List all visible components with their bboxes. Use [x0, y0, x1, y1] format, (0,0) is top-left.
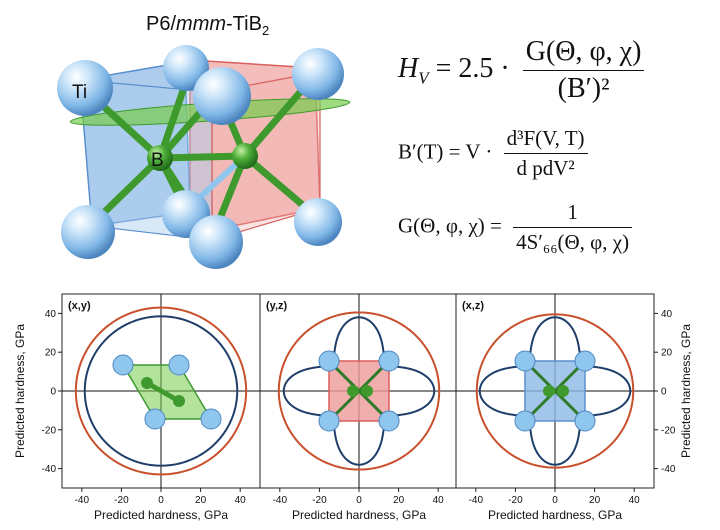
inset-ti-atom: [514, 410, 536, 432]
y-tick-label: 40: [661, 309, 673, 320]
crystal-structure-figure: P6/mmm-TiB2 Ti B: [57, 13, 351, 269]
x-axis-label: Predicted hardness, GPa: [94, 508, 228, 522]
inset-ti-atom: [378, 410, 400, 432]
inset-ti-atom: [168, 354, 190, 376]
inset-ti-atom: [574, 410, 596, 432]
y-tick-label: -20: [42, 425, 57, 436]
x-tick-label: -40: [469, 495, 484, 506]
y-tick-label: 0: [50, 387, 56, 398]
hardness-numerator: G(Θ, φ, χ): [522, 36, 645, 71]
y-axis-label: Predicted hardness, GPa: [13, 324, 27, 458]
inset-ti-atom: [378, 350, 400, 372]
hardness-curve-orange: [74, 306, 248, 476]
y-tick-label: 20: [45, 348, 57, 359]
ti-atom: [292, 48, 344, 100]
inset-b-atom: [173, 395, 185, 407]
panel-label: (x,y): [68, 300, 91, 312]
x-tick-label: 40: [433, 495, 445, 506]
x-tick-label: 40: [235, 495, 247, 506]
inset-ti-atom: [318, 350, 340, 372]
inset-ti-atom: [144, 408, 166, 430]
y-tick-label: 0: [661, 387, 667, 398]
y-tick-label: -40: [661, 464, 676, 475]
b-label: B: [151, 150, 164, 171]
x-tick-label: 20: [589, 495, 601, 506]
x-tick-label: 0: [552, 495, 558, 506]
inset-ti-atom: [318, 410, 340, 432]
hardness-formula: HV = 2.5 · G(Θ, φ, χ)(B′)²: [398, 36, 645, 105]
hardness-curve-orange: [475, 313, 635, 469]
inset-cell-red: [318, 350, 400, 432]
bulk-modulus-derivative-formula: B′(T) = V · d³F(V, T)d pdV²: [398, 126, 588, 181]
b-atom: [147, 145, 173, 171]
structure-title: P6/mmm-TiB2: [146, 13, 269, 38]
inset-ti-atom: [574, 350, 596, 372]
ti-atom: [163, 45, 209, 91]
y-tick-label: 40: [45, 309, 57, 320]
inset-cell-green: [112, 354, 222, 430]
ti-atom: [57, 60, 113, 116]
hardness-curve-navy: [282, 316, 436, 466]
inset-b-atom: [361, 385, 373, 397]
x-tick-label: -20: [508, 495, 523, 506]
x-tick-label: 40: [629, 495, 641, 506]
x-tick-label: 0: [158, 495, 164, 506]
y-tick-label: -40: [42, 464, 57, 475]
ti-atom: [61, 205, 115, 259]
inset-ti-atom: [112, 354, 134, 376]
inset-b-atom: [141, 377, 153, 389]
y-tick-label: 20: [661, 348, 673, 359]
ti-atom: [294, 198, 342, 246]
x-tick-label: -20: [114, 495, 129, 506]
panel-label: (x,z): [462, 300, 484, 312]
inset-bond: [145, 380, 181, 404]
inset-b-atom: [543, 385, 555, 397]
ti-atom: [193, 67, 251, 125]
inset-ti-atom: [200, 408, 222, 430]
panel-label: (y,z): [266, 300, 288, 312]
x-tick-label: -20: [312, 495, 327, 506]
x-tick-label: 0: [356, 495, 362, 506]
y-axis-label: Predicted hardness, GPa: [679, 324, 693, 458]
hardness-curve-navy: [83, 315, 239, 467]
x-axis-label: Predicted hardness, GPa: [292, 508, 426, 522]
b-atom: [232, 143, 258, 169]
hardness-curve-navy: [478, 316, 632, 466]
x-axis-label: Predicted hardness, GPa: [488, 508, 622, 522]
y-tick-label: -20: [661, 425, 676, 436]
hardness-curve-orange: [277, 311, 441, 471]
x-tick-label: 20: [195, 495, 207, 506]
x-tick-label: -40: [273, 495, 288, 506]
inset-b-atom: [557, 385, 569, 397]
hardness-denominator: (B′)²: [557, 73, 610, 104]
x-tick-label: -40: [75, 495, 90, 506]
inset-b-atom: [347, 385, 359, 397]
ti-label: Ti: [72, 82, 87, 103]
ti-atom: [189, 215, 243, 269]
inset-ti-atom: [514, 350, 536, 372]
x-tick-label: 20: [393, 495, 405, 506]
inset-cell-blue: [514, 350, 596, 432]
